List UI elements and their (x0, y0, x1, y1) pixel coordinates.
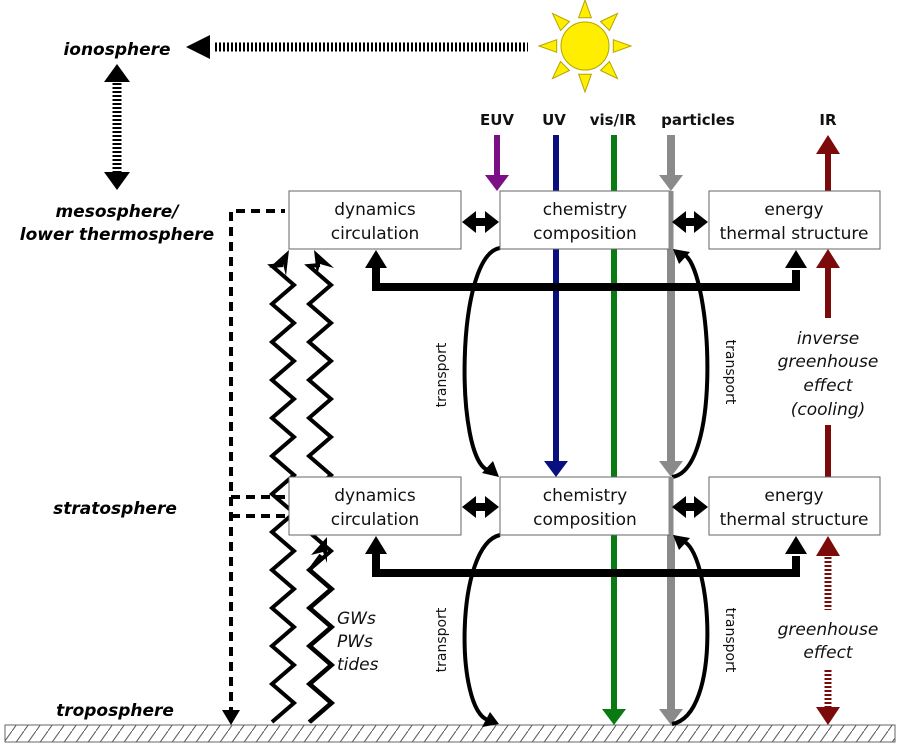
box-energy-lower: energy thermal structure (708, 476, 881, 536)
ir-arrow-head (816, 135, 840, 154)
transport-label-lower-right: transport (722, 608, 738, 673)
svg-text:greenhouse: greenhouse (778, 620, 879, 640)
svg-text:chemistry: chemistry (543, 200, 627, 220)
dashed-coupling-lines (229, 209, 285, 716)
box-energy-upper: energy thermal structure (708, 190, 881, 250)
greenhouse-head-down (816, 707, 840, 725)
euv-arrow-head (485, 175, 509, 191)
svg-text:dynamics: dynamics (334, 200, 416, 220)
svg-text:circulation: circulation (331, 224, 420, 244)
sun-ray (599, 60, 619, 80)
svg-text:energy: energy (764, 486, 823, 506)
chem-energy-upper-head-right (694, 211, 708, 233)
waves-label: GWs PWs tides (337, 609, 379, 675)
svg-text:effect: effect (803, 376, 854, 396)
transport-label-upper-left: transport (434, 342, 450, 407)
sun-to-ionosphere-arrow (186, 35, 528, 59)
source-ir-label: IR (819, 111, 837, 129)
layer-mlt-line1: mesosphere/ (55, 202, 180, 222)
chem-energy-lower-head-right (694, 496, 708, 518)
svg-text:energy: energy (764, 200, 823, 220)
particles-arrow-top-head (659, 175, 683, 191)
uv-arrow-head (544, 461, 568, 477)
greenhouse-head-up (816, 536, 840, 556)
svg-text:GWs: GWs (337, 609, 376, 629)
energy-to-dynamics-upper (365, 250, 807, 291)
sun-ray (577, 0, 593, 19)
sun-ray (551, 12, 571, 32)
wave-zigzag-1 (267, 263, 298, 724)
svg-text:inverse: inverse (797, 329, 859, 349)
svg-text:greenhouse: greenhouse (778, 352, 879, 372)
sun-icon (537, 0, 633, 94)
wave-arrowhead-2 (314, 250, 334, 276)
transport-label-upper-right: transport (722, 340, 738, 405)
inverse-greenhouse-head (816, 249, 840, 268)
source-uv-label: UV (542, 111, 566, 129)
source-euv-label: EUV (480, 111, 514, 129)
wave-arrowhead-1 (269, 250, 289, 276)
chem-energy-upper-head-left (672, 211, 686, 233)
ground-surface (4, 724, 896, 743)
ionosphere-mlt-arrow (104, 64, 130, 190)
sun-ray (599, 12, 619, 32)
source-visir-label: vis/IR (590, 111, 637, 129)
dyn-chem-upper-head-left (462, 211, 476, 233)
svg-text:thermal structure: thermal structure (720, 510, 869, 530)
particles-arrow-low-head (659, 709, 683, 725)
greenhouse-label: greenhouse effect (778, 620, 879, 663)
particles-arrow-mid-head (659, 461, 683, 477)
sun-ray (551, 60, 571, 80)
sun-ray (577, 73, 593, 94)
svg-text:effect: effect (803, 643, 854, 663)
visir-arrow-head (602, 709, 626, 725)
layer-mlt-line2: lower thermosphere (20, 225, 214, 245)
svg-text:PWs: PWs (337, 632, 373, 652)
dashed-arrowheads (222, 202, 307, 725)
transport-label-lower-left: transport (434, 607, 450, 672)
svg-text:circulation: circulation (331, 510, 420, 530)
svg-text:thermal structure: thermal structure (720, 224, 869, 244)
layer-ionosphere: ionosphere (63, 40, 170, 60)
sun-ray (537, 38, 558, 54)
inverse-greenhouse-label: inverse greenhouse effect (cooling) (778, 329, 879, 420)
dyn-chem-upper-head-right (485, 211, 499, 233)
sun-ray (612, 38, 633, 54)
layer-stratosphere: stratosphere (53, 499, 177, 519)
svg-text:tides: tides (337, 655, 379, 675)
box-dynamics-lower: dynamics circulation (288, 476, 462, 536)
svg-text:chemistry: chemistry (543, 486, 627, 506)
energy-to-dynamics-lower (365, 536, 807, 577)
source-particles-label: particles (661, 111, 735, 129)
box-dynamics-upper: dynamics circulation (288, 190, 462, 250)
box-chemistry-lower: chemistry composition (499, 476, 671, 536)
dyn-chem-lower-head-left (462, 496, 476, 518)
chem-energy-lower-head-left (672, 496, 686, 518)
box-double-arrows (462, 211, 708, 518)
box-chemistry-upper: chemistry composition (499, 190, 671, 250)
dyn-chem-lower-head-right (485, 496, 499, 518)
svg-text:composition: composition (533, 510, 637, 530)
layer-troposphere: troposphere (56, 701, 174, 721)
svg-text:(cooling): (cooling) (791, 400, 865, 420)
svg-text:dynamics: dynamics (334, 486, 416, 506)
transport-arrowheads (482, 249, 690, 727)
wave-arrowhead-3 (311, 537, 327, 563)
transport-curves (462, 246, 710, 726)
wave-zigzag-3 (306, 553, 336, 724)
svg-text:composition: composition (533, 224, 637, 244)
sun-disk (560, 21, 610, 71)
